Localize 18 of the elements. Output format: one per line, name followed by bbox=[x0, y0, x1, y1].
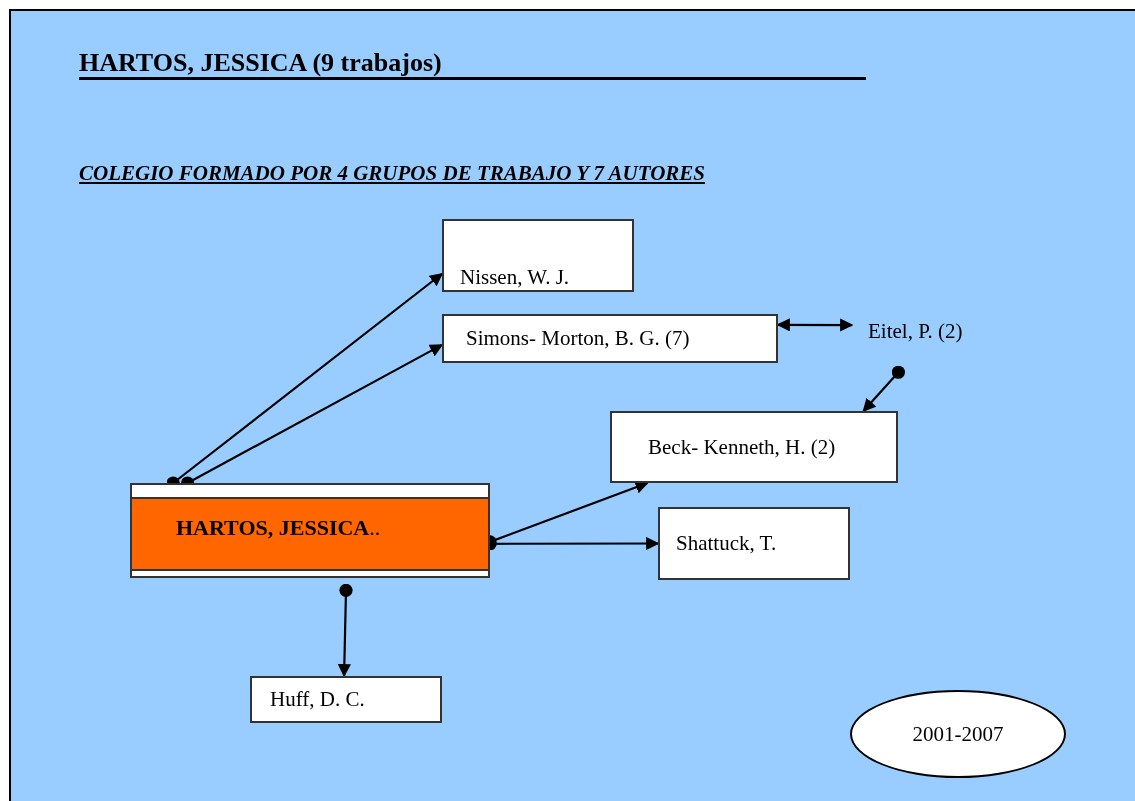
node-text: HARTOS, JESSICA.. bbox=[176, 515, 381, 540]
arrow bbox=[862, 365, 905, 412]
node-text: Huff, D. C. bbox=[270, 687, 365, 712]
subtitle: COLEGIO FORMADO POR 4 GRUPOS DE TRABAJO Y 7 AUTORES bbox=[79, 161, 706, 186]
title: HARTOS, JESSICA (9 trabajos) bbox=[79, 49, 866, 80]
coauthor-box bbox=[442, 314, 778, 363]
coauthor-box bbox=[610, 411, 898, 483]
coauthor-box bbox=[658, 507, 850, 580]
author-box bbox=[130, 483, 490, 578]
node-text: Beck- Kenneth, H. (2) bbox=[648, 434, 836, 460]
coauthor-box bbox=[442, 219, 634, 292]
arrow bbox=[337, 583, 353, 678]
node-text: Nissen, W. J. bbox=[460, 265, 570, 290]
node-text: 2001-2007 bbox=[912, 721, 1004, 747]
node-text: Shattuck, T. bbox=[676, 531, 777, 556]
node-text: Simons- Morton, B. G. (7) bbox=[466, 326, 690, 351]
node-text: Eitel, P. (2) bbox=[868, 319, 963, 344]
coauthor-box bbox=[250, 676, 442, 723]
